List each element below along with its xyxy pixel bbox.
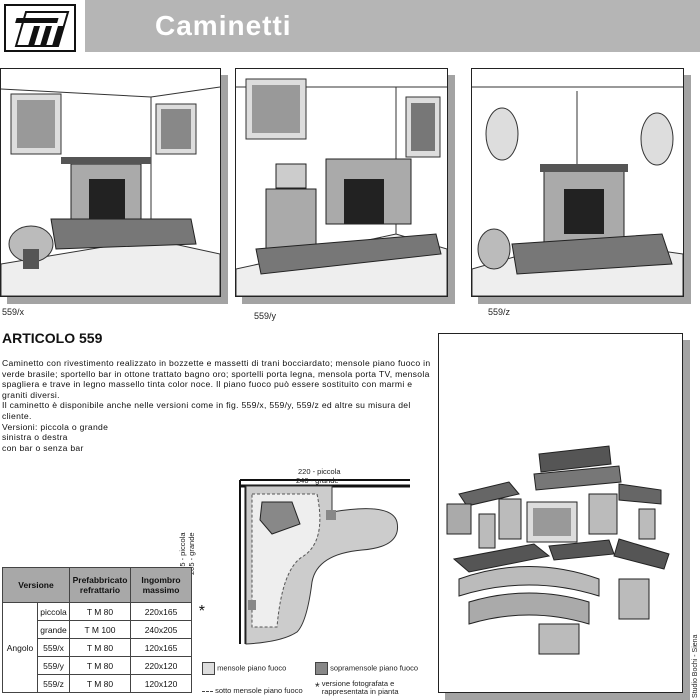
size-cell: 120x120 xyxy=(130,674,192,693)
illustration-559x xyxy=(0,68,221,297)
prefab-cell: T M 80 xyxy=(69,674,131,693)
caption-559y: 559/y xyxy=(254,311,277,321)
legend-label-1: mensole piano fuoco xyxy=(217,663,287,673)
header-prefabbricato: Prefabbricato refrattario xyxy=(69,567,131,603)
table-row: 559/z T M 80 120x120 xyxy=(3,674,192,693)
table-row: 559/y T M 80 220x120 xyxy=(3,656,192,675)
version-cell: 559/x xyxy=(37,638,70,657)
illustration-559y xyxy=(235,68,448,297)
group-cell: Angolo xyxy=(2,602,38,693)
header-bar: Caminetti xyxy=(85,0,700,52)
legend-dash xyxy=(202,690,213,692)
table-header-row: Versione Prefabbricato refrattario Ingom… xyxy=(2,567,192,603)
size-cell: 220x165 * xyxy=(130,602,205,621)
legend-item-4: * versione fotografata e rappresentata i… xyxy=(315,680,435,696)
company-logo xyxy=(4,4,76,52)
header-versione: Versione xyxy=(2,567,70,603)
legend-label-2: sopramensole piano fuoco xyxy=(330,663,419,673)
version-cell: 559/z xyxy=(37,674,70,693)
article-description: Caminetto con rivestimento realizzato in… xyxy=(2,358,431,453)
floor-plan xyxy=(222,462,422,652)
legend-swatch-light xyxy=(202,662,215,675)
article-title: ARTICOLO 559 xyxy=(2,330,103,346)
size-value: 220x165 xyxy=(144,606,178,617)
plan-dim-top-2: 240 - grande xyxy=(296,476,339,485)
version-cell: 559/y xyxy=(37,656,70,675)
size-cell: 120x165 xyxy=(130,638,192,657)
legend-label-4: versione fotografata e rappresentata in … xyxy=(321,679,399,696)
prefab-cell: T M 80 xyxy=(69,656,131,675)
legend-item-3: sotto mensole piano fuoco xyxy=(202,686,303,695)
prefab-cell: T M 80 xyxy=(69,602,131,621)
version-cell: grande xyxy=(37,620,70,639)
caption-559z: 559/z xyxy=(488,307,511,317)
exploded-view xyxy=(438,333,683,693)
plan-dim-top-1: 220 - piccola xyxy=(298,467,341,476)
illustration-559z xyxy=(471,68,684,297)
prefab-cell: T M 100 xyxy=(69,620,131,639)
prefab-cell: T M 80 xyxy=(69,638,131,657)
size-cell: 240x205 xyxy=(130,620,192,639)
legend-swatch-dark xyxy=(315,662,328,675)
spec-table: Versione Prefabbricato refrattario Ingom… xyxy=(2,567,205,693)
table-row: Angolo piccola T M 80 220x165 * xyxy=(2,602,205,693)
header-ingombro: Ingombro massimo xyxy=(130,567,192,603)
size-cell: 220x120 xyxy=(130,656,192,675)
legend-item-2: sopramensole piano fuoco xyxy=(315,662,418,675)
legend-star: * xyxy=(315,680,320,694)
legend-item-1: mensole piano fuoco xyxy=(202,662,286,675)
legend-label-3: sotto mensole piano fuoco xyxy=(215,686,303,695)
caption-559x: 559/x xyxy=(2,307,25,317)
star-mark: * xyxy=(198,603,205,620)
credit-text: Studio Bochi - Siena xyxy=(692,634,699,698)
version-cell: piccola xyxy=(37,602,70,621)
page-title: Caminetti xyxy=(155,10,292,41)
